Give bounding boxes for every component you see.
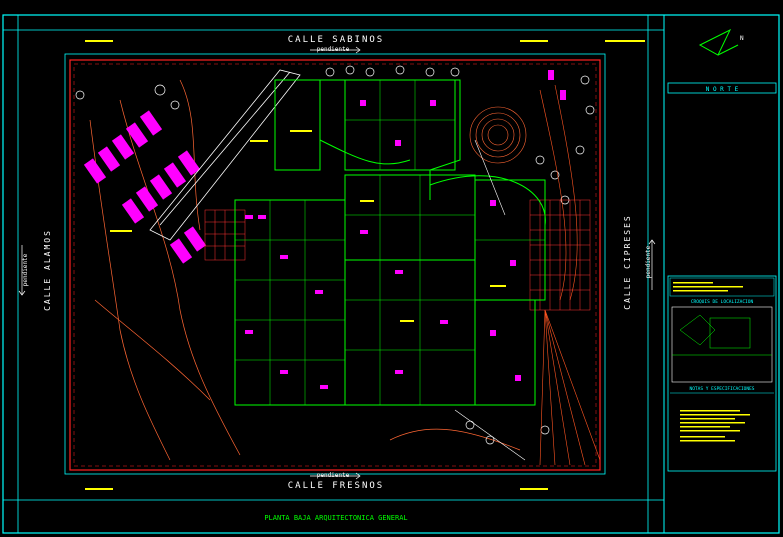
slope-arrows — [18, 46, 656, 480]
sidebar-header-text: N O R T E — [706, 86, 739, 93]
paved-grid-east — [529, 199, 591, 311]
paved-grid-west — [204, 209, 246, 261]
property-line — [69, 59, 601, 471]
location-map — [671, 306, 773, 383]
room-fixtures — [245, 70, 566, 389]
location-title: CROQUIS DE LOCALIZACION — [691, 299, 754, 305]
trees — [75, 65, 595, 445]
room-labels — [85, 40, 645, 490]
slope-label-south: pendiente — [317, 472, 350, 479]
interior-partitions — [235, 80, 545, 405]
street-east: CALLE CIPRESES — [623, 214, 632, 309]
street-north: CALLE SABINOS — [288, 35, 384, 45]
circular-plaza — [469, 106, 527, 164]
slope-label-west: pendiente — [22, 253, 29, 286]
plan-title: PLANTA BAJA ARQUITECTONICA GENERAL — [264, 514, 407, 522]
access-ramp — [149, 69, 301, 241]
drawing-frame — [2, 14, 780, 534]
slope-label-east: pendiente — [645, 245, 652, 278]
building-walls — [234, 79, 546, 406]
sidebar-info-panel — [667, 275, 777, 472]
street-lines — [3, 15, 664, 533]
street-west: CALLE ALAMOS — [43, 229, 52, 311]
north-arrow-icon — [698, 28, 739, 56]
notes-title: NOTAS Y ESPECIFICACIONES — [689, 386, 754, 392]
topographic-contours — [89, 79, 521, 461]
sidebar-text-lines — [673, 282, 750, 442]
sidebar-header-bar — [667, 82, 777, 94]
street-south: CALLE FRESNOS — [288, 481, 384, 491]
dimension-lines — [454, 139, 526, 461]
slope-label-north: pendiente — [317, 46, 350, 53]
radial-plaza — [539, 84, 601, 466]
parking-lot-west — [83, 110, 207, 264]
north-arrow-label: N — [740, 35, 744, 42]
